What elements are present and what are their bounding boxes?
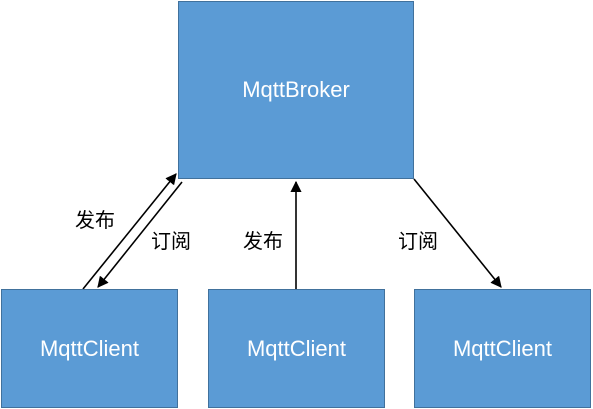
mqtt-client-label-right: MqttClient — [452, 335, 553, 361]
mqtt-broker-node: MqttBroker — [178, 1, 414, 179]
mqtt-broker-label: MqttBroker — [242, 77, 350, 102]
mqtt-client-label-middle: MqttClient — [246, 335, 347, 361]
mqtt-client-label-left: MqttClient — [39, 335, 140, 361]
publish-arrow-left — [82, 173, 177, 290]
subscribe-arrow-left — [97, 181, 183, 288]
mqtt-client-node-middle: MqttClient — [208, 289, 385, 408]
subscribe-label-left: 订阅 — [151, 229, 191, 253]
mqtt-client-node-right: MqttClient — [414, 289, 591, 408]
mqtt-client-node-left: MqttClient — [1, 289, 178, 408]
subscribe-arrow-right — [413, 178, 502, 288]
publish-label-left: 发布 — [75, 208, 115, 232]
publish-label-middle: 发布 — [243, 229, 283, 253]
subscribe-label-right: 订阅 — [398, 229, 438, 253]
